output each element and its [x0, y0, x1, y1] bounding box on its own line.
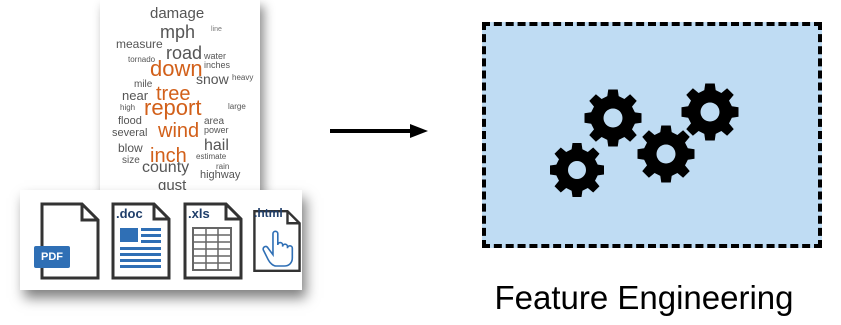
xls-label: .xls: [188, 206, 210, 221]
word-cloud-word: hail: [204, 137, 229, 154]
word-cloud-word: water: [204, 51, 227, 61]
html-label: .html: [254, 206, 283, 220]
word-cloud-word: tornado: [128, 55, 156, 64]
html-file-icon: .html: [252, 202, 314, 280]
word-cloud-word: inches: [204, 60, 231, 70]
xls-file-icon: .xls: [182, 202, 244, 280]
word-cloud-word: snow: [196, 71, 229, 87]
doc-label: .doc: [116, 206, 143, 221]
word-cloud-word: heavy: [232, 73, 254, 82]
word-cloud-word: wind: [158, 120, 200, 142]
word-cloud-word: inch: [150, 145, 187, 167]
word-cloud-word: gust: [158, 177, 187, 194]
pdf-label: PDF: [34, 246, 70, 268]
word-cloud-word: large: [228, 102, 246, 111]
word-cloud-word: tree: [156, 83, 191, 105]
word-cloud-word: high: [120, 103, 136, 112]
feature-engineering-label: Feature Engineering: [494, 279, 794, 316]
word-cloud-word: flood: [118, 115, 142, 127]
word-cloud-word: road: [166, 43, 203, 63]
word-cloud-word: down: [150, 56, 203, 81]
word-cloud-word: rain: [216, 162, 230, 171]
word-cloud-word: line: [211, 26, 222, 33]
feature-engineering-box: [482, 22, 822, 248]
word-cloud-word: damage: [150, 5, 205, 22]
word-cloud-word: mph: [160, 22, 196, 42]
word-cloud-word: county: [142, 159, 190, 176]
word-cloud-word: highway: [200, 169, 241, 181]
word-cloud-word: area: [204, 116, 225, 127]
gears-icon: [550, 83, 739, 197]
document-types-image: PDF .doc .xl: [20, 190, 302, 290]
word-cloud-word: power: [204, 125, 229, 135]
word-cloud-word: near: [122, 88, 149, 103]
word-cloud-word: several: [112, 127, 148, 139]
word-cloud-word: estimate: [196, 152, 227, 161]
pdf-file-icon: PDF: [34, 202, 104, 280]
doc-file-icon: .doc: [110, 202, 172, 280]
word-cloud-word: report: [144, 95, 202, 120]
right-arrow-icon: [330, 124, 428, 138]
word-cloud-word: mile: [134, 79, 153, 90]
word-cloud-word: measure: [116, 37, 163, 51]
word-cloud-word: blow: [118, 141, 143, 155]
word-cloud-word: size: [122, 155, 140, 166]
